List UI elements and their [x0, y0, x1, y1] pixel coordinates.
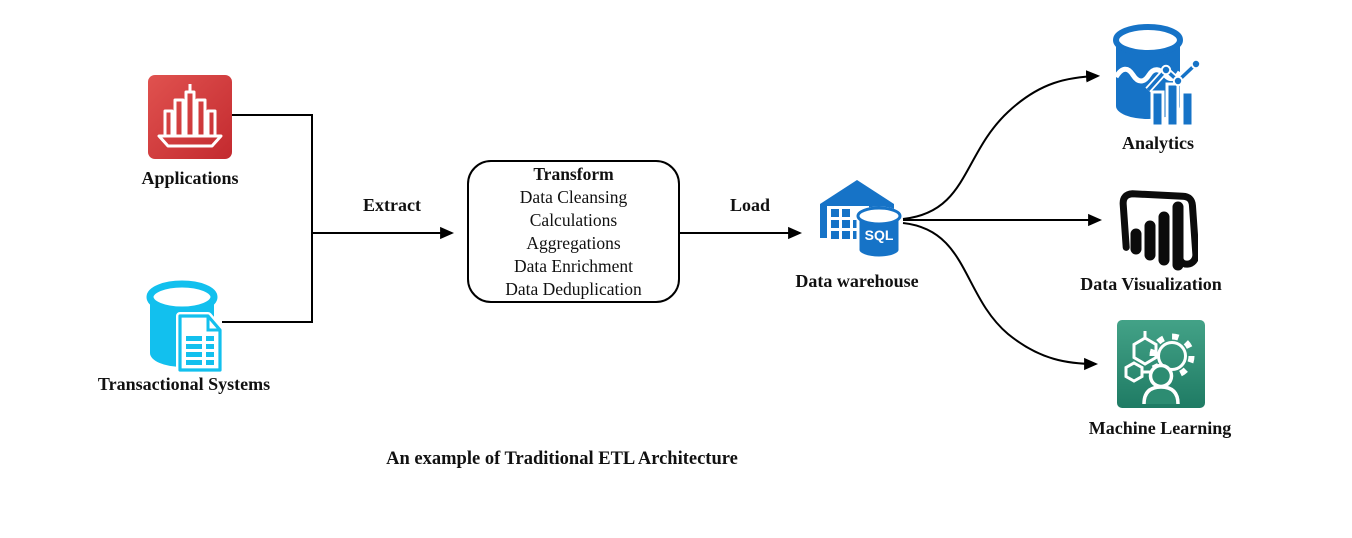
transform-item: Aggregations: [526, 232, 621, 253]
transform-title: Transform: [533, 163, 614, 184]
transactional-systems-icon: [146, 280, 224, 372]
data-visualization-icon: [1119, 190, 1198, 271]
load-edge-label: Load: [729, 195, 771, 215]
data-warehouse-icon: SQL: [820, 180, 902, 260]
transform-item: Data Cleansing: [519, 186, 628, 207]
extract-edge-label: Extract: [363, 195, 421, 215]
diagram-caption: An example of Traditional ETL Architectu…: [386, 449, 738, 469]
transactional-systems-label: Transactional Systems: [97, 374, 271, 394]
transform-item: Calculations: [529, 209, 618, 230]
machine-learning-icon: [1117, 320, 1205, 408]
transform-box: Transform Data Cleansing Calculations Ag…: [467, 160, 680, 303]
sql-badge: SQL: [865, 227, 894, 243]
data-warehouse-label: Data warehouse: [795, 271, 919, 291]
analytics-icon: [1113, 24, 1202, 128]
transform-item: Data Enrichment: [513, 255, 634, 276]
warehouse-to-analytics-arrow: [902, 70, 1101, 220]
brain-hex-icon: [1124, 361, 1144, 383]
data-visualization-label: Data Visualization: [1080, 274, 1222, 294]
person-icon: [1142, 363, 1180, 405]
brain-hex-icon: [1132, 336, 1158, 366]
warehouse-to-ml-arrow: [902, 222, 1099, 371]
machine-learning-label: Machine Learning: [1088, 418, 1232, 438]
gear-teeth: [1149, 333, 1195, 379]
sql-db-cylinder: SQL: [856, 206, 902, 260]
transform-item: Data Deduplication: [505, 278, 642, 299]
gear-icon: [1157, 341, 1187, 371]
sources-junction-line: [222, 114, 313, 323]
analytics-label: Analytics: [1122, 133, 1194, 153]
applications-icon: [148, 75, 232, 159]
applications-label: Applications: [141, 168, 239, 188]
